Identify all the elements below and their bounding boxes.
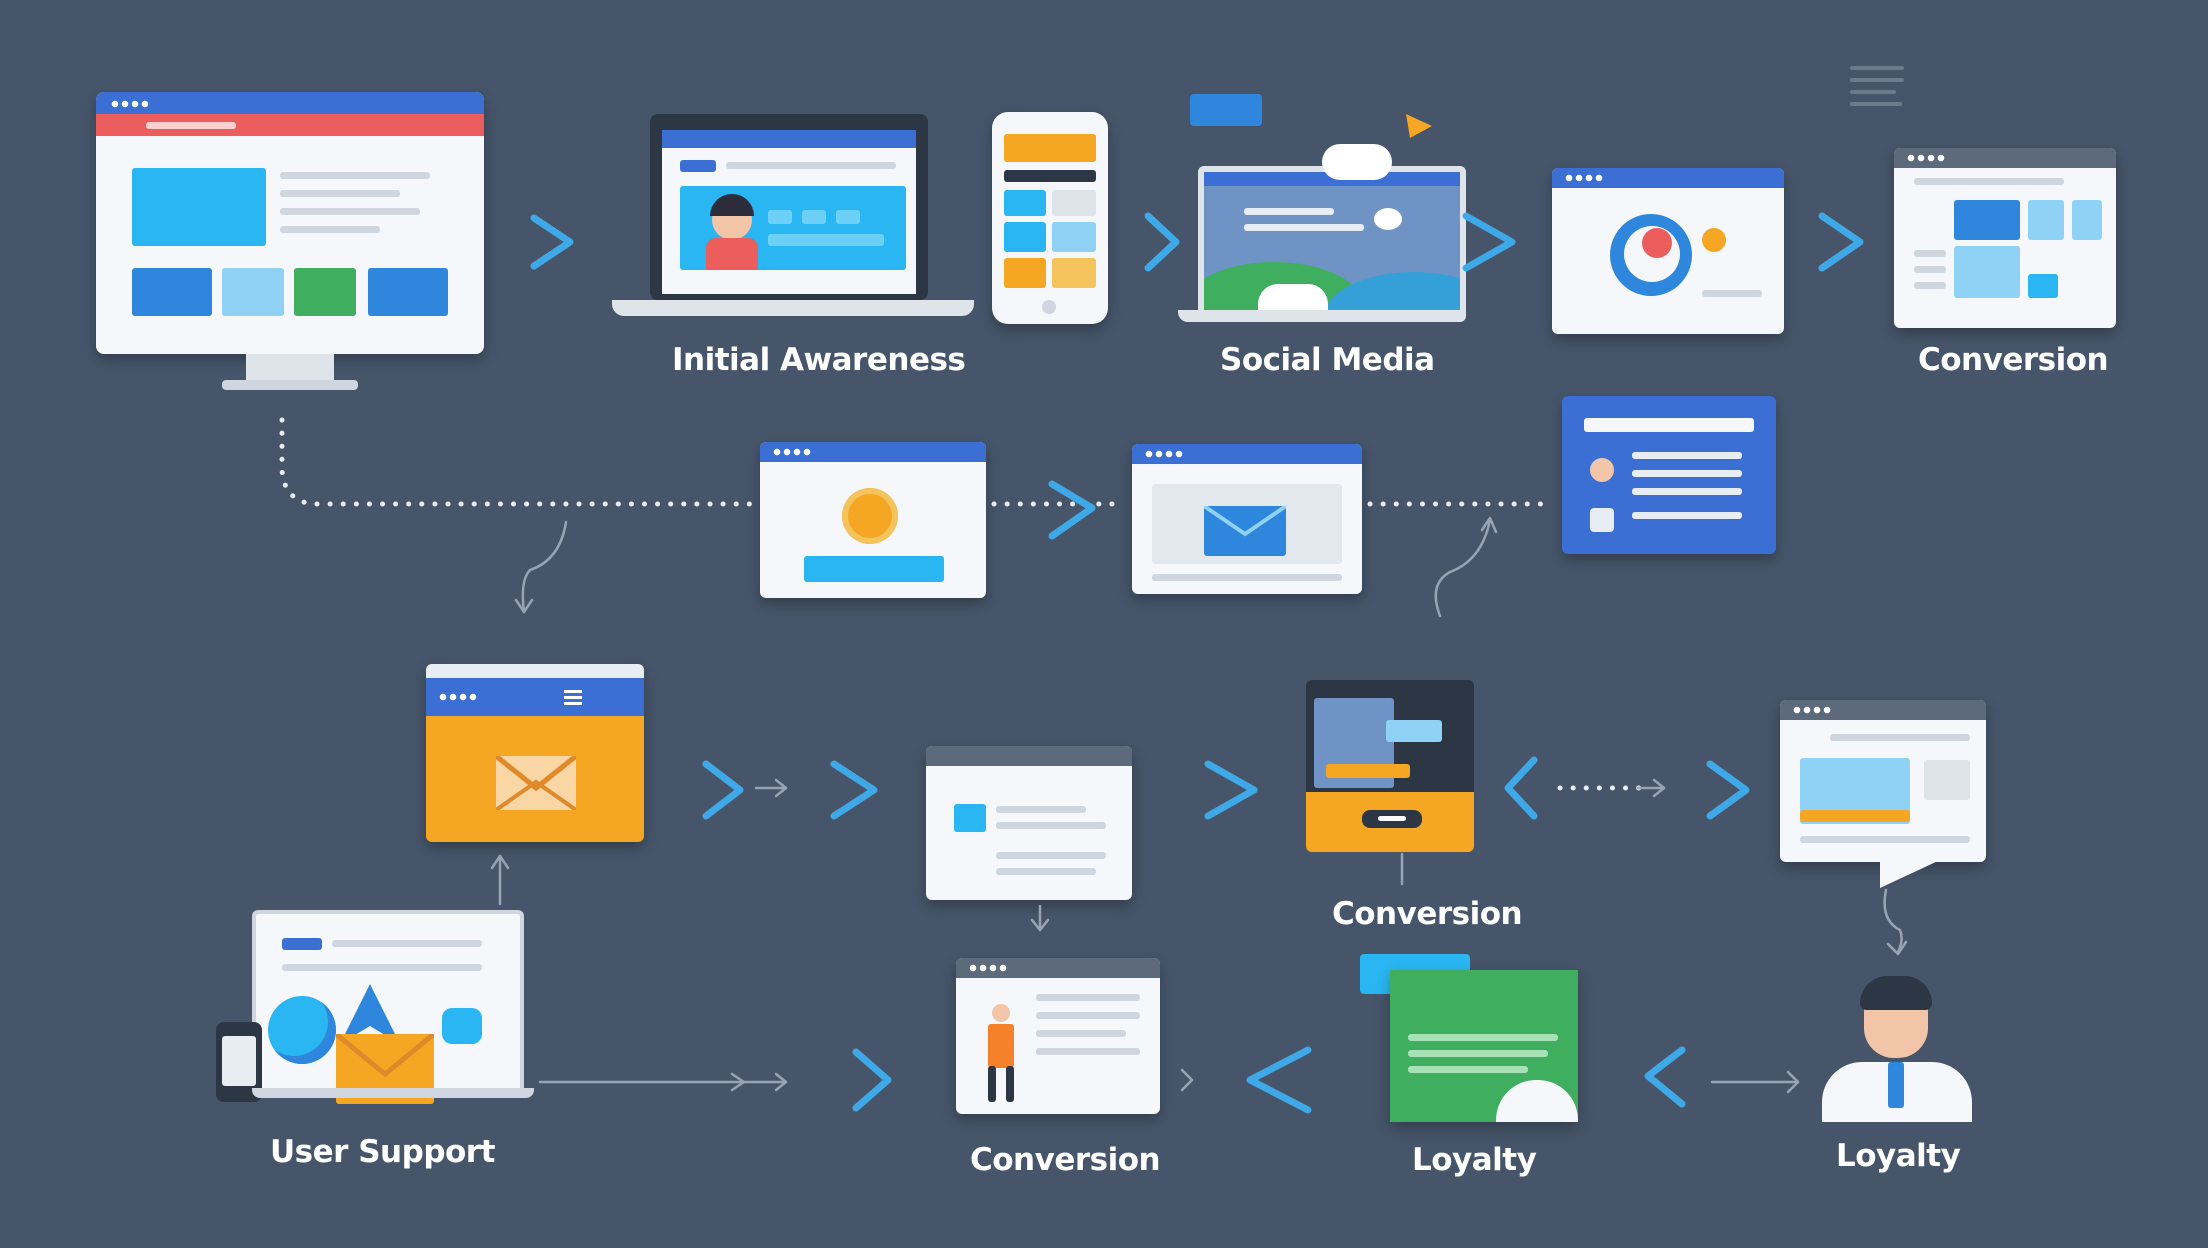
label-loyalty-person: Loyalty xyxy=(1836,1138,1961,1174)
label-conversion-bottom: Conversion xyxy=(970,1142,1161,1178)
chevron-right-icon xyxy=(1144,212,1180,272)
curved-arrow xyxy=(1434,518,1492,618)
arrow-head xyxy=(1886,940,1908,956)
menu-lines-icon xyxy=(1850,66,1904,106)
label-user-support: User Support xyxy=(270,1134,495,1170)
label-conversion-top: Conversion xyxy=(1918,342,2109,378)
chevron-left-icon xyxy=(1246,1046,1312,1114)
smartphone-icon xyxy=(992,112,1108,324)
coin-icon xyxy=(760,442,986,598)
curved-arrow xyxy=(1883,888,1903,954)
person-icon xyxy=(1822,972,1972,1122)
desktop-monitor-icon xyxy=(96,92,484,397)
label-loyalty-green: Loyalty xyxy=(1412,1142,1537,1178)
arrow-head xyxy=(1180,1068,1194,1092)
chevron-right-icon xyxy=(530,214,574,270)
contact-card-icon xyxy=(1562,396,1776,554)
envelope-flap xyxy=(496,756,576,810)
chevron-right-icon xyxy=(1818,212,1864,272)
chevron-left-icon xyxy=(1504,756,1538,820)
presenter-window-icon xyxy=(956,958,1160,1114)
label-conversion-middle: Conversion xyxy=(1332,896,1523,932)
profile-card-icon xyxy=(1552,168,1784,334)
social-feed-icon xyxy=(1178,94,1466,326)
bubble-tail xyxy=(1880,860,1940,888)
chevron-right-icon xyxy=(702,760,744,820)
email-window-icon xyxy=(426,664,644,842)
arrow-head xyxy=(730,1072,746,1092)
dashboard-icon xyxy=(1894,148,2116,328)
label-initial-awareness: Initial Awareness xyxy=(672,342,966,378)
arrow-head xyxy=(514,598,534,614)
loyalty-card-icon xyxy=(1360,954,1578,1124)
label-social-media: Social Media xyxy=(1220,342,1435,378)
arrow-head xyxy=(490,854,510,870)
chat-bubble-icon xyxy=(1780,700,1986,888)
laptop-icon xyxy=(612,114,974,320)
envelope-flap xyxy=(1204,506,1286,537)
curved-arrow xyxy=(521,520,568,614)
arrow-head xyxy=(1030,918,1050,932)
arrow-head xyxy=(1786,1070,1800,1094)
chevron-right-icon xyxy=(1462,212,1516,272)
arrow-head xyxy=(774,1072,788,1092)
article-window-icon xyxy=(926,746,1132,900)
dotted-connector xyxy=(279,417,755,507)
flag-icon xyxy=(1406,114,1432,138)
envelope-icon xyxy=(1132,444,1362,594)
chevron-right-icon xyxy=(830,760,878,820)
arrow-head xyxy=(1480,516,1498,534)
kiosk-icon xyxy=(1306,680,1474,852)
chevron-left-icon xyxy=(1644,1046,1686,1108)
arrow-head xyxy=(774,778,788,798)
support-bundle-icon xyxy=(216,910,534,1120)
chevron-right-icon xyxy=(852,1048,892,1112)
chevron-right-icon xyxy=(1048,480,1096,540)
chevron-right-icon xyxy=(1706,760,1750,820)
paper-plane-icon xyxy=(340,984,400,1044)
envelope-flap xyxy=(336,1034,434,1078)
arrow-head xyxy=(1652,778,1666,798)
chevron-right-icon xyxy=(1204,760,1258,820)
